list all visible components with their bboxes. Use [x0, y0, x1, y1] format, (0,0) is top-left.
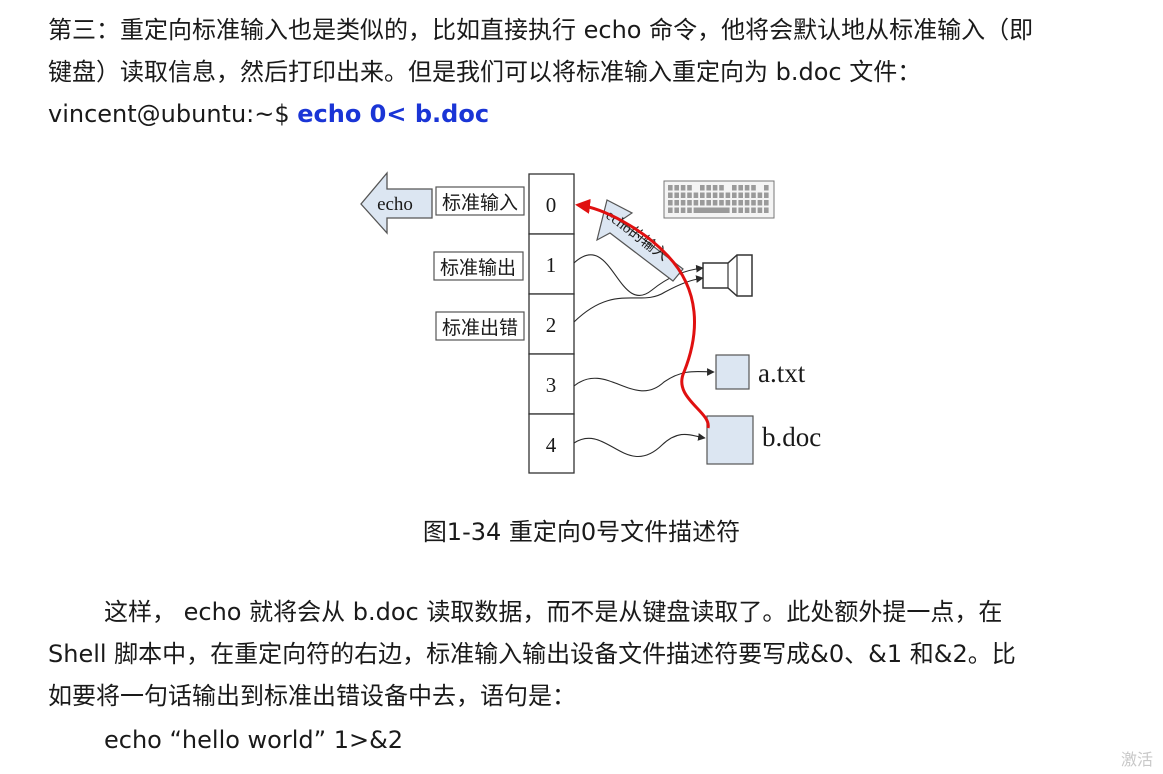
keyboard-key — [725, 200, 731, 206]
monitor-icon — [702, 254, 753, 297]
file-a-label: a.txt — [758, 358, 806, 388]
keyboard-key — [668, 192, 673, 198]
keyboard-key — [732, 192, 737, 198]
keyboard-key — [687, 207, 692, 213]
keyboard-key — [674, 200, 679, 206]
keyboard-key — [668, 185, 673, 191]
keyboard-key — [751, 207, 756, 213]
keyboard-key — [693, 192, 699, 198]
keyboard-key — [751, 200, 756, 206]
fd3-connector — [573, 368, 715, 392]
fd-label-box-stderr — [435, 311, 525, 341]
keyboard-key — [680, 207, 686, 213]
keyboard-key — [719, 185, 724, 191]
keyboard-key — [744, 185, 750, 191]
keyboard-key — [764, 192, 769, 198]
keyboard-key — [719, 192, 724, 198]
keyboard-key — [680, 200, 686, 206]
fd-label-box-stdout — [433, 251, 524, 281]
fd-table — [528, 173, 575, 474]
file-a-icon — [715, 354, 750, 390]
paragraph-2-line-3: 如要将一句话输出到标准出错设备中去，语句是： — [48, 682, 576, 710]
watermark: 激活 — [1120, 750, 1153, 769]
paragraph-1-line-2: 键盘）读取信息，然后打印出来。但是我们可以将标准输入重定向为 b.doc 文件： — [48, 58, 922, 86]
command-prompt: vincent@ubuntu:~$ — [48, 100, 298, 128]
keyboard-key — [757, 200, 763, 206]
fd-label-stderr: 标准出错 — [442, 317, 518, 339]
figure-caption: 图1-34 重定向0号文件描述符 — [422, 518, 741, 546]
keyboard-key — [712, 185, 718, 191]
keyboard-key — [668, 200, 673, 206]
keyboard-key — [732, 200, 737, 206]
command-text: echo 0< b.doc — [297, 100, 490, 128]
keyboard-key — [744, 207, 750, 213]
paragraph-2-line-2: Shell 脚本中，在重定向符的右边，标准输入输出设备文件描述符要写成&0、&1… — [48, 640, 1016, 668]
keyboard-key — [738, 207, 743, 213]
file-b-label: b.doc — [762, 422, 821, 452]
keyboard-key — [738, 192, 743, 198]
fd-number-0: 0 — [546, 193, 557, 217]
keyboard-key — [764, 200, 769, 206]
command-line: vincent@ubuntu:~$ echo 0< b.doc — [48, 98, 489, 130]
stderr-connector — [573, 275, 704, 323]
keyboard-key — [744, 200, 750, 206]
keyboard-key — [764, 207, 769, 213]
keyboard-key — [680, 192, 686, 198]
keyboard-key — [700, 185, 705, 191]
fd-cell — [528, 173, 575, 235]
fd-cell — [528, 353, 575, 415]
keyboard-key — [700, 200, 705, 206]
keyboard-key — [712, 192, 718, 198]
keyboard-key — [706, 200, 711, 206]
paragraph-2-line-1: 这样， echo 就将会从 b.doc 读取数据，而不是从键盘读取了。此处额外提… — [104, 598, 1003, 626]
keyboard-key — [706, 192, 711, 198]
keyboard-key — [738, 200, 743, 206]
keyboard-key — [732, 207, 737, 213]
keyboard-key — [668, 207, 673, 213]
keyboard-key — [674, 185, 679, 191]
fd-number-3: 3 — [546, 373, 557, 397]
keyboard-key — [751, 192, 756, 198]
echo-label: echo — [377, 194, 413, 215]
fd-label-stdin: 标准输入 — [442, 192, 518, 214]
keyboard-key — [693, 207, 730, 213]
keyboard-key — [706, 185, 711, 191]
keyboard-key — [751, 185, 756, 191]
keyboard-key — [712, 200, 718, 206]
keyboard-key — [674, 207, 679, 213]
keyboard-key — [687, 185, 692, 191]
fd-label-box-stdin — [435, 186, 525, 216]
keyboard-key — [725, 192, 731, 198]
fd-number-4: 4 — [546, 433, 557, 457]
fd-label-stdout: 标准输出 — [440, 257, 516, 279]
keyboard-key — [687, 200, 692, 206]
keyboard-key — [680, 185, 686, 191]
redirect-path — [575, 198, 710, 429]
keyboard-icon — [663, 180, 775, 219]
fd-cell — [528, 233, 575, 295]
keyboard-key — [732, 185, 737, 191]
echo-arrow-icon — [360, 171, 433, 235]
keyboard-key — [738, 185, 743, 191]
paragraph-1-line-1: 第三：重定向标准输入也是类似的，比如直接执行 echo 命令，他将会默认地从标准… — [48, 16, 1034, 44]
file-b-icon — [706, 415, 754, 465]
keyboard-key — [757, 207, 763, 213]
code-example: echo “hello world” 1>&2 — [104, 726, 404, 754]
keyboard-key — [764, 185, 769, 191]
keyboard-key — [757, 192, 763, 198]
fd4-connector — [573, 433, 706, 458]
fd-cell — [528, 413, 575, 474]
keyboard-key — [687, 192, 692, 198]
keyboard-key — [700, 192, 705, 198]
keyboard-key — [719, 200, 724, 206]
keyboard-key — [744, 192, 750, 198]
fd-number-1: 1 — [546, 253, 557, 277]
keyboard-key — [693, 200, 699, 206]
keyboard-key — [674, 192, 679, 198]
fd-number-2: 2 — [546, 313, 557, 337]
